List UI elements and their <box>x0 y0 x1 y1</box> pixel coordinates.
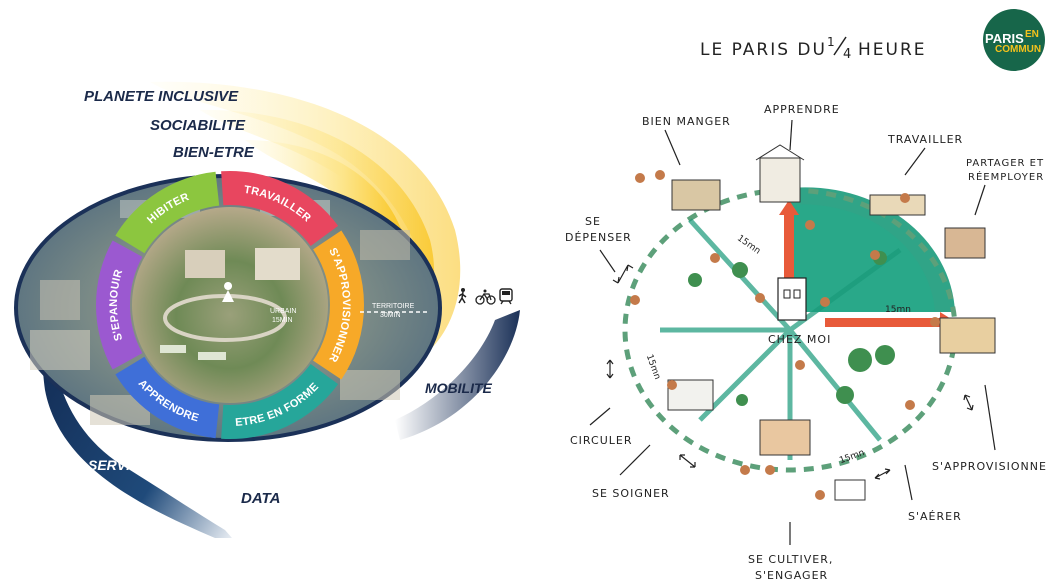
title-group: LE PARIS DU 1 4 HEURE <box>700 35 927 62</box>
trees <box>688 251 895 406</box>
label-mobilite: MOBILITE <box>425 380 493 396</box>
label-bien-manger: BIEN MANGER <box>642 115 731 128</box>
label-partager-1: PARTAGER ET <box>966 158 1044 169</box>
double-arrows <box>606 264 974 480</box>
minutes-label-1: 15mn <box>735 234 762 257</box>
ring-segment-approvisionner <box>313 230 364 380</box>
label-se-cultiver: SE CULTIVER, <box>748 553 833 566</box>
label-services: SERVICES <box>88 457 159 473</box>
ring-segment-habiter <box>115 171 220 254</box>
minutes-label-4: 15mn <box>838 448 866 466</box>
people <box>630 170 940 500</box>
label-circuler: CIRCULER <box>570 434 632 447</box>
urbain-time: 15MIN <box>272 317 293 324</box>
label-se-depenser-1: SE <box>585 215 601 228</box>
center-label: CHEZ MOI <box>768 333 831 346</box>
swoosh-sociabilite <box>200 109 435 331</box>
label-partager-2: RÉEMPLOYER <box>968 170 1044 183</box>
urban-center <box>132 207 328 403</box>
logo-circle <box>983 9 1045 71</box>
ring-segment-travailler <box>221 171 339 246</box>
statue-icon <box>222 282 234 302</box>
title-fraction-num: 1 <box>827 35 837 49</box>
label-s-approvisionner: S'APPROVISIONNER <box>932 460 1046 473</box>
label-s-engager: S'ENGAGER <box>755 569 828 582</box>
title-fraction-den: 4 <box>843 47 853 62</box>
mobility-icons <box>458 288 513 305</box>
logo: PARIS EN COMMUN <box>983 9 1045 71</box>
swoosh-planete <box>150 81 461 351</box>
label-bien-etre: BIEN-ETRE <box>173 144 255 161</box>
ring-segment-apprendre <box>115 356 220 439</box>
logo-en: EN <box>1025 29 1039 40</box>
title-main: LE PARIS DU <box>700 40 827 60</box>
label-travailler: TRAVAILLER <box>887 133 963 146</box>
bike-icon <box>475 289 496 305</box>
territoire-label: TERRITOIRE <box>372 303 415 310</box>
swoosh-services <box>42 230 232 538</box>
label-planete-inclusive: PLANETE INCLUSIVE <box>84 88 239 105</box>
title-fraction-bar <box>833 36 847 56</box>
pointer-lines <box>589 119 996 545</box>
label-data: DATA <box>241 490 280 507</box>
home-icon <box>777 277 807 321</box>
urbain-label: URBAIN <box>270 308 296 315</box>
bus-1 <box>160 345 186 353</box>
walk-icon <box>458 288 467 304</box>
building-right <box>255 248 300 280</box>
right-diagram: LE PARIS DU 1 4 HEURE PARIS EN COMMUN <box>565 9 1046 582</box>
ring-segment-etre-en-forme <box>221 364 339 439</box>
title-end: HEURE <box>858 40 927 60</box>
label-se-soigner: SE SOIGNER <box>592 487 670 500</box>
building-left <box>185 250 225 278</box>
ring-segment-epanouir <box>95 240 143 370</box>
ring-label-epanouir: S'EPANOUIR <box>108 268 125 342</box>
bus-2 <box>198 352 226 360</box>
logo-paris: PARIS <box>985 31 1024 46</box>
logo-commun: COMMUN <box>995 44 1041 55</box>
label-se-depenser-2: DÉPENSER <box>565 231 632 244</box>
label-s-aerer: S'AÉRER <box>908 510 962 523</box>
swoosh-mobilite <box>395 310 520 440</box>
label-apprendre: APPRENDRE <box>764 103 840 116</box>
scene-sketches <box>667 144 996 501</box>
train-icon <box>499 288 513 305</box>
label-sociabilite: SOCIABILITE <box>150 117 246 134</box>
territoire-time: 30MIN <box>380 312 401 319</box>
quarter-sector-light <box>790 204 935 312</box>
minutes-label-2: 15mn <box>885 305 911 315</box>
minutes-label-3: 15mn <box>644 353 662 381</box>
